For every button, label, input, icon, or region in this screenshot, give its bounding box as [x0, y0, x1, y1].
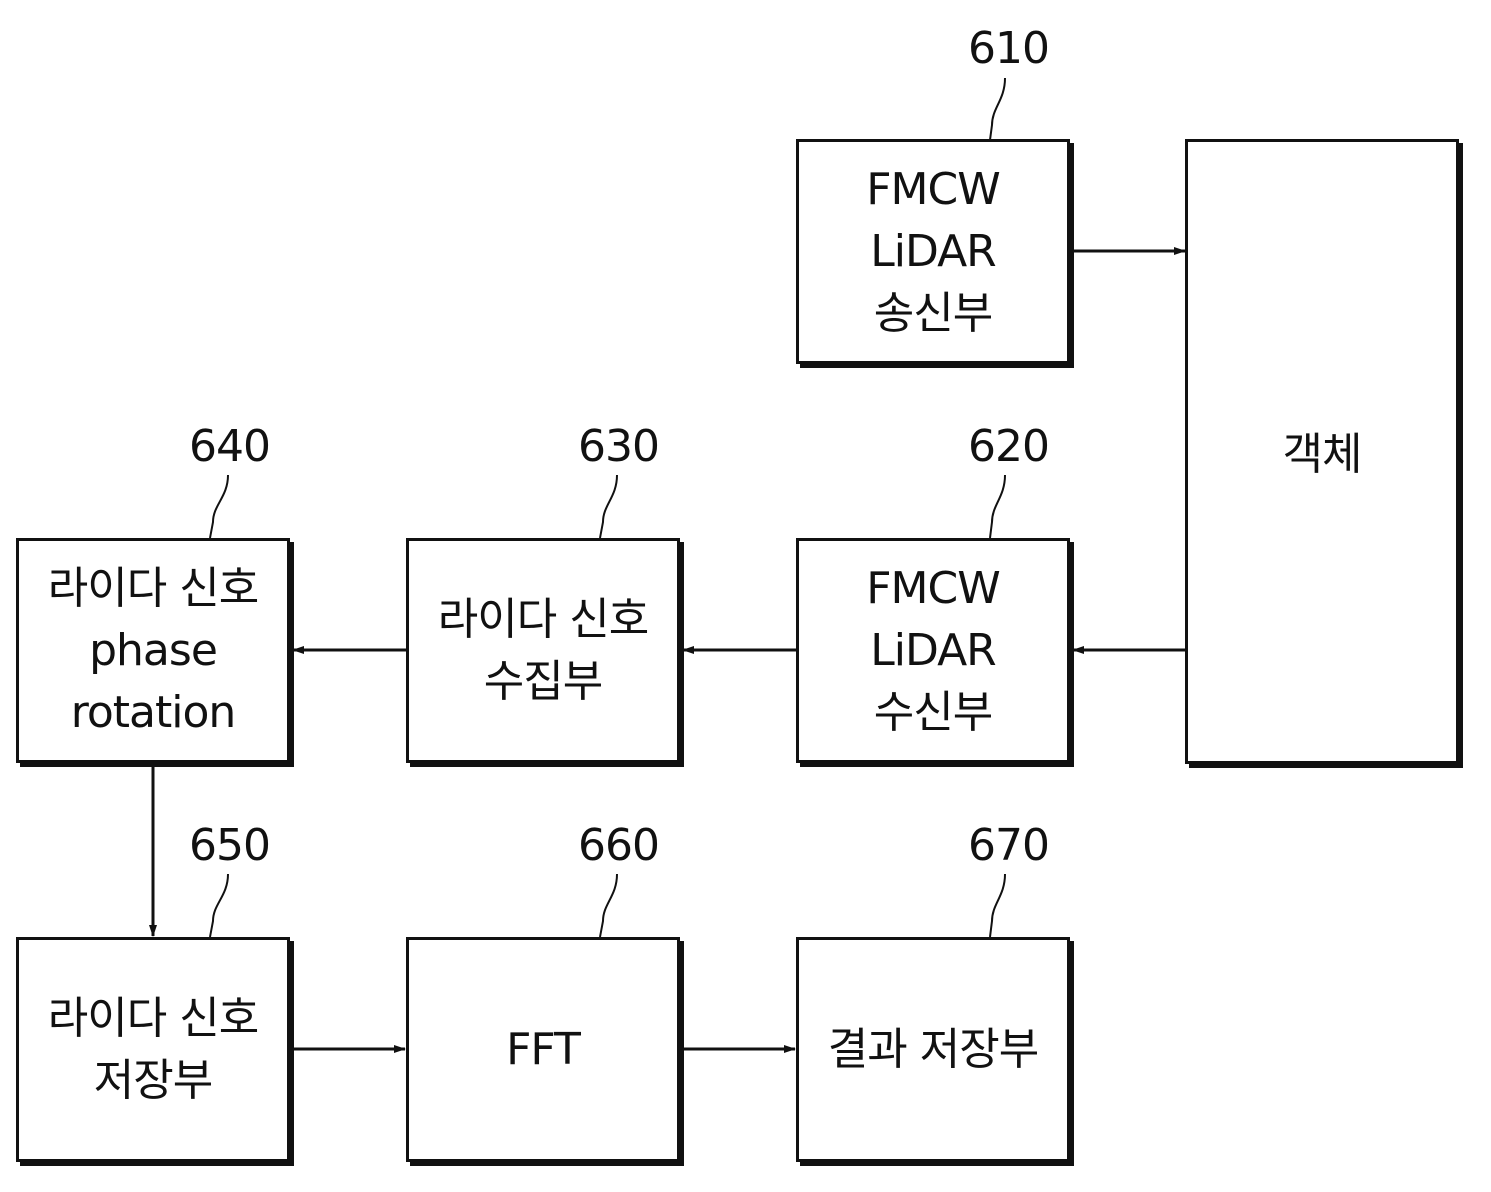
- signal-collector-block: 라이다 신호 수집부: [406, 538, 680, 763]
- block-text-line: FFT: [506, 1023, 581, 1075]
- ref-label-620: 620: [968, 421, 1050, 472]
- block-text-line: 수신부: [873, 686, 993, 738]
- object-block: 객체: [1185, 139, 1459, 764]
- block-text-line: FMCW: [866, 163, 1000, 215]
- block-text-line: 라이다 신호: [437, 593, 649, 645]
- block-text-line: rotation: [70, 686, 237, 738]
- block-text-line: 수집부: [483, 655, 603, 707]
- leader-640: [209, 474, 229, 539]
- ref-label-640: 640: [189, 421, 271, 472]
- block-text-line: 저장부: [93, 1054, 213, 1106]
- fft-block: FFT: [406, 937, 680, 1162]
- leader-670: [989, 873, 1006, 938]
- block-text-line: 객체: [1282, 429, 1363, 480]
- block-text-line: 라이다 신호: [47, 992, 259, 1044]
- block-text-line: 결과 저장부: [827, 1023, 1039, 1075]
- block-text-line: 라이다 신호: [47, 562, 259, 614]
- ref-label-630: 630: [578, 421, 660, 472]
- signal-storage-block: 라이다 신호 저장부: [16, 937, 290, 1162]
- lidar-receiver-block: FMCW LiDAR 수신부: [796, 538, 1070, 763]
- leader-650: [209, 873, 229, 938]
- leader-660: [599, 873, 618, 938]
- result-storage-block: 결과 저장부: [796, 937, 1070, 1162]
- ref-label-610: 610: [968, 23, 1050, 74]
- block-text-line: phase: [89, 624, 218, 676]
- block-text-line: FMCW: [866, 562, 1000, 614]
- block-text-line: LiDAR: [870, 624, 997, 676]
- leader-610: [989, 77, 1006, 141]
- block-text-line: LiDAR: [870, 225, 997, 277]
- phase-rotation-block: 라이다 신호 phase rotation: [16, 538, 290, 763]
- ref-label-660: 660: [578, 820, 660, 871]
- leader-630: [599, 474, 618, 539]
- ref-label-650: 650: [189, 820, 271, 871]
- block-text-line: 송신부: [873, 287, 993, 339]
- ref-label-670: 670: [968, 820, 1050, 871]
- leader-620: [989, 474, 1006, 539]
- lidar-transmitter-block: FMCW LiDAR 송신부: [796, 139, 1070, 364]
